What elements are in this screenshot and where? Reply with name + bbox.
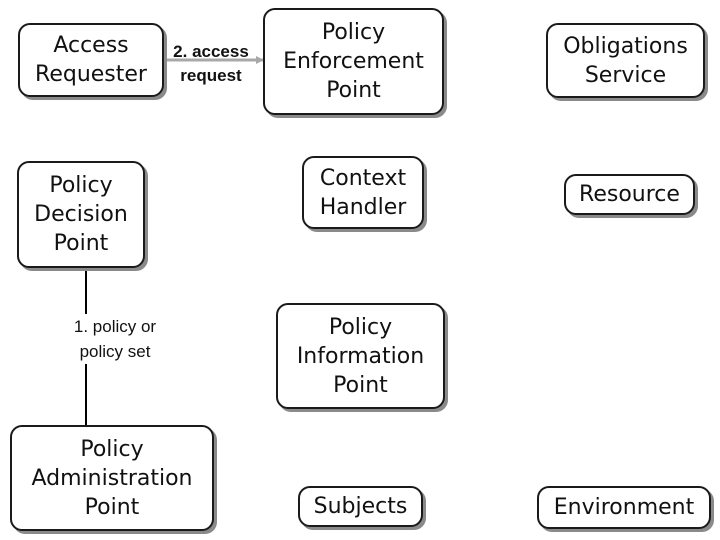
policy-set-label: 1. policy or policy set <box>60 314 170 364</box>
access-request-label: 2. access request <box>173 42 249 85</box>
policy-administration-point-node: Policy Administration Point <box>10 425 214 531</box>
subjects-node: Subjects <box>298 486 423 527</box>
resource-node: Resource <box>564 174 695 215</box>
policy-enforcement-point-node: Policy Enforcement Point <box>263 8 444 115</box>
obligations-service-node: Obligations Service <box>546 23 705 98</box>
access-requester-node: Access Requester <box>18 23 164 97</box>
environment-node: Environment <box>537 486 711 529</box>
policy-decision-point-node: Policy Decision Point <box>17 161 145 268</box>
context-handler-node: Context Handler <box>302 156 424 229</box>
policy-information-point-node: Policy Information Point <box>276 303 445 409</box>
